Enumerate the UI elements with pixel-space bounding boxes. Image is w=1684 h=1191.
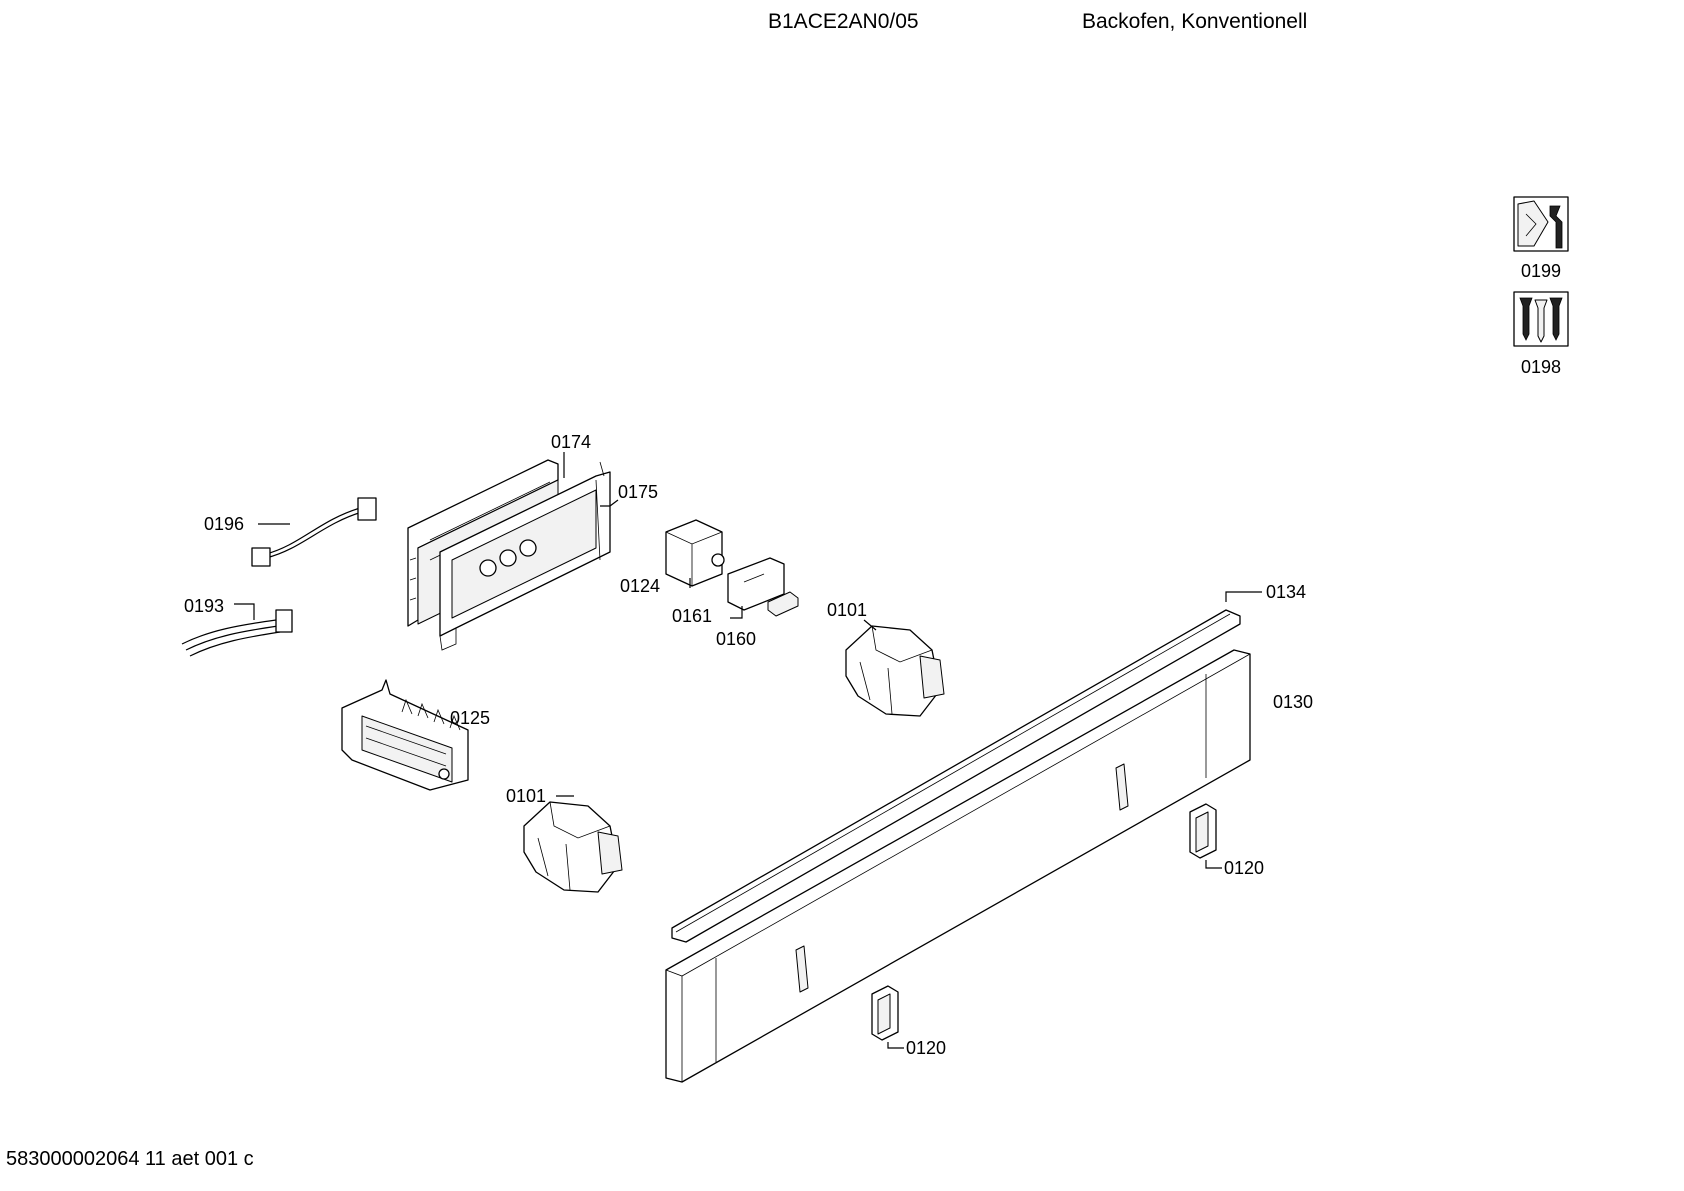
- label-0160: 0160: [716, 629, 756, 649]
- service-tool-icon[interactable]: [1513, 196, 1569, 252]
- cable-harness-0193[interactable]: [181, 609, 293, 657]
- screws-icon[interactable]: [1513, 291, 1569, 347]
- clip-0120-right[interactable]: [1189, 803, 1217, 859]
- label-0124: 0124: [620, 576, 660, 596]
- label-0125: 0125: [450, 708, 490, 728]
- label-0175: 0175: [618, 482, 658, 502]
- component-0101-lower[interactable]: [523, 801, 623, 893]
- cable-harness-0196[interactable]: [251, 497, 377, 567]
- appliance-description: Backofen, Konventionell: [1082, 10, 1308, 33]
- mounting-bracket-0161[interactable]: [727, 557, 785, 611]
- label-0101-upper: 0101: [827, 600, 867, 620]
- document-code: 583000002064 11 aet 001 c: [6, 1148, 254, 1170]
- clip-0120-left[interactable]: [871, 985, 899, 1041]
- label-0196: 0196: [204, 514, 244, 534]
- bracket-0175[interactable]: [439, 461, 611, 651]
- knob-0160[interactable]: [767, 591, 799, 617]
- legend-label-0198: 0198: [1521, 357, 1561, 377]
- label-0120-left: 0120: [906, 1038, 946, 1058]
- label-0120-right: 0120: [1224, 858, 1264, 878]
- selector-switch-0124[interactable]: [665, 519, 725, 587]
- label-0101-lower: 0101: [506, 786, 546, 806]
- label-0193: 0193: [184, 596, 224, 616]
- label-0161: 0161: [672, 606, 712, 626]
- terminal-block-0125[interactable]: [341, 679, 469, 791]
- legend-label-0199: 0199: [1521, 261, 1561, 281]
- component-0101-upper[interactable]: [845, 625, 945, 717]
- label-0130: 0130: [1273, 692, 1313, 712]
- label-0134: 0134: [1266, 582, 1306, 602]
- label-0174: 0174: [551, 432, 591, 452]
- model-number: B1ACE2AN0/05: [768, 10, 919, 33]
- trim-strip-0134[interactable]: [671, 609, 1241, 943]
- fascia-panel-0130[interactable]: [665, 649, 1251, 1083]
